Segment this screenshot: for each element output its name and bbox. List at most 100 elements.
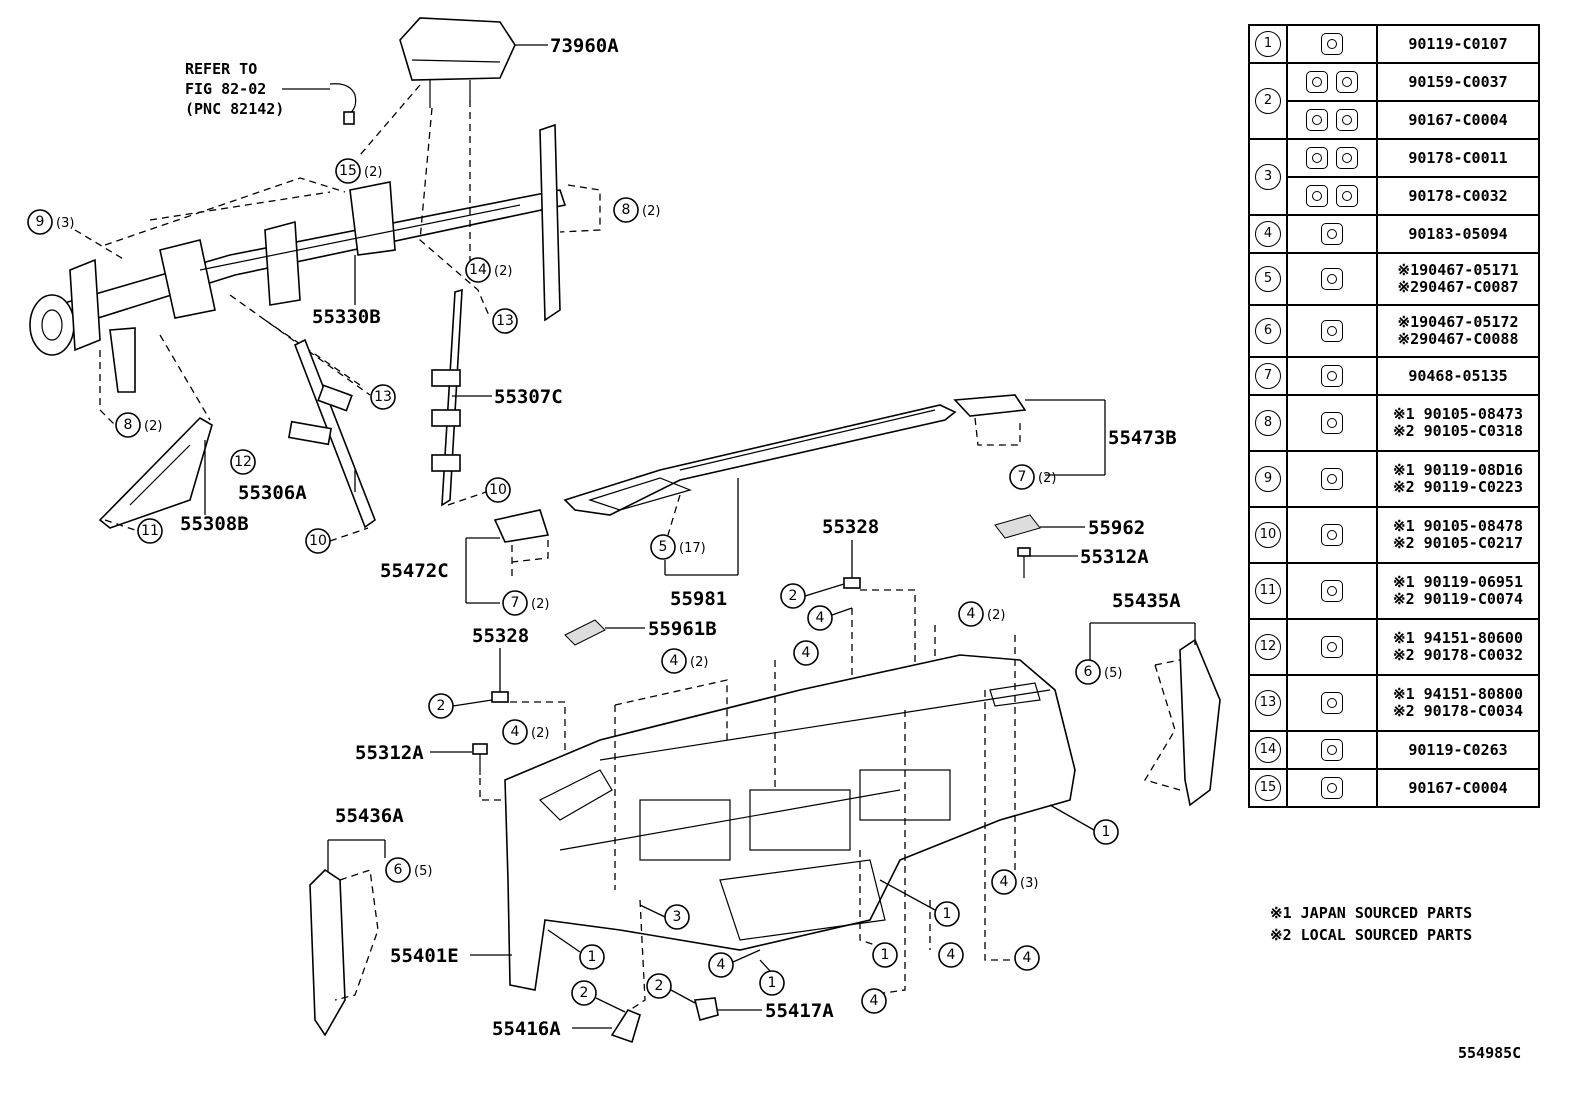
callout-1-e: 1	[759, 970, 785, 996]
index-badge: 11	[1255, 578, 1281, 604]
table-row: 7 90468-05135	[1248, 356, 1540, 396]
index-badge: 5	[1255, 266, 1281, 292]
bolt-washer-icon	[1306, 109, 1328, 131]
label-55308B: 55308B	[180, 513, 249, 535]
callout-1-b: 1	[934, 901, 960, 927]
callout-2-d: 2	[646, 973, 672, 999]
bracket-55416A-drawing	[610, 1009, 641, 1044]
callout-13-lower: 13	[370, 384, 396, 410]
part-number-local: ※290467-C0087	[1397, 278, 1519, 296]
cross-car-beam-drawing	[29, 123, 567, 393]
svg-text:1: 1	[588, 949, 597, 965]
svg-text:4: 4	[670, 653, 679, 669]
label-55312A-right: 55312A	[1080, 546, 1149, 568]
callout-10-left: 10	[305, 528, 331, 554]
index-badge: 10	[1255, 522, 1281, 548]
footnote-japan: ※1 JAPAN SOURCED PARTS	[1270, 904, 1472, 922]
svg-text:4: 4	[511, 724, 520, 740]
callout-4-j: 4	[861, 988, 887, 1014]
svg-text:(2): (2)	[531, 597, 549, 612]
label-55306A: 55306A	[238, 482, 307, 504]
part-number: 90167-C0004	[1408, 110, 1508, 129]
callout-8-lower: 8 (2)	[115, 412, 162, 438]
diagram-id: 554985C	[1458, 1044, 1521, 1062]
label-55961B: 55961B	[648, 618, 717, 640]
svg-text:4: 4	[947, 947, 956, 963]
svg-text:13: 13	[496, 313, 514, 329]
index-badge: 4	[1255, 221, 1281, 247]
part-number-japan: ※1 94151-80600	[1393, 629, 1523, 647]
svg-text:1: 1	[1102, 824, 1111, 840]
instrument-panel-drawing	[504, 654, 1076, 991]
part-number: 90119-C0107	[1408, 34, 1508, 53]
table-row: 15 90167-C0004	[1248, 768, 1540, 808]
long-bolt-icon	[1321, 412, 1343, 434]
callout-2-left: 2	[428, 693, 454, 719]
svg-text:(2): (2)	[144, 419, 162, 434]
bolt-icon	[1321, 739, 1343, 761]
vent-55962-drawing	[994, 514, 1041, 539]
svg-text:7: 7	[511, 595, 520, 611]
end-cap-55473B-drawing	[953, 394, 1027, 417]
part-number-japan: ※1 90105-08473	[1393, 405, 1523, 423]
label-55416A: 55416A	[492, 1018, 561, 1040]
label-73960A: 73960A	[550, 35, 619, 57]
svg-text:4: 4	[1000, 874, 1009, 890]
table-row: 8 ※1 90105-08473※2 90105-C0318	[1248, 394, 1540, 452]
clip-nut-icon	[1321, 223, 1343, 245]
svg-text:2: 2	[655, 978, 664, 994]
svg-text:3: 3	[673, 909, 682, 925]
part-number: 90183-05094	[1408, 224, 1508, 243]
label-55330B: 55330B	[312, 306, 381, 328]
index-badge: 1	[1255, 31, 1281, 57]
bolt-icon	[1321, 33, 1343, 55]
callout-7-right: 7 (2)	[1009, 464, 1056, 490]
brace-55307C-drawing	[431, 288, 463, 507]
index-badge: 7	[1255, 363, 1281, 389]
callout-4-a: 4	[807, 605, 833, 631]
vent-55961B-drawing	[564, 619, 606, 646]
svg-text:8: 8	[124, 417, 133, 433]
label-55312A-left: 55312A	[355, 742, 424, 764]
side-panel-right-drawing	[1144, 638, 1221, 807]
table-row: 2 90159-C0037	[1248, 62, 1540, 140]
svg-text:10: 10	[489, 482, 507, 498]
svg-text:(3): (3)	[1020, 876, 1038, 891]
bolt-icon	[1321, 524, 1343, 546]
nut-icon	[1306, 147, 1328, 169]
table-row: 5 ※190467-05171※290467-C0087	[1248, 252, 1540, 306]
callout-9: 9 (3)	[27, 209, 74, 235]
airbag-module-drawing	[399, 17, 548, 108]
bolt-icon	[1321, 468, 1343, 490]
label-55435A: 55435A	[1112, 590, 1181, 612]
table-row: 90167-C0004	[1249, 100, 1540, 140]
callout-10-right: 10	[485, 477, 511, 503]
svg-text:6: 6	[1084, 664, 1093, 680]
svg-text:(2): (2)	[494, 264, 512, 279]
svg-text:(5): (5)	[414, 864, 432, 879]
svg-text:4: 4	[870, 993, 879, 1009]
svg-text:2: 2	[437, 698, 446, 714]
part-number-local: ※2 90178-C0032	[1393, 646, 1523, 664]
callout-4-f: 4 (3)	[991, 869, 1038, 895]
part-number-japan: ※190467-05172	[1397, 313, 1519, 331]
svg-text:4: 4	[802, 645, 811, 661]
callout-4-d: 4	[793, 640, 819, 666]
svg-text:1: 1	[881, 947, 890, 963]
svg-text:4: 4	[816, 610, 825, 626]
callout-15: 15 (2)	[335, 158, 382, 184]
table-row: 9 ※1 90119-08D16※2 90119-C0223	[1248, 450, 1540, 508]
svg-text:8: 8	[622, 202, 631, 218]
svg-text:5: 5	[659, 539, 668, 555]
label-55417A: 55417A	[765, 1000, 834, 1022]
part-number: 90468-05135	[1408, 366, 1508, 385]
part-number-japan: ※190467-05171	[1397, 261, 1519, 279]
callout-4-c: 4 (2)	[661, 648, 708, 674]
clip-icon	[1321, 320, 1343, 342]
label-55328-upper: 55328	[822, 516, 879, 538]
svg-text:6: 6	[394, 862, 403, 878]
callout-1-right: 1	[1093, 819, 1119, 845]
callout-2-upper: 2	[780, 583, 806, 609]
end-cap-55472C-drawing	[493, 509, 550, 543]
callout-1-d: 1	[872, 942, 898, 968]
